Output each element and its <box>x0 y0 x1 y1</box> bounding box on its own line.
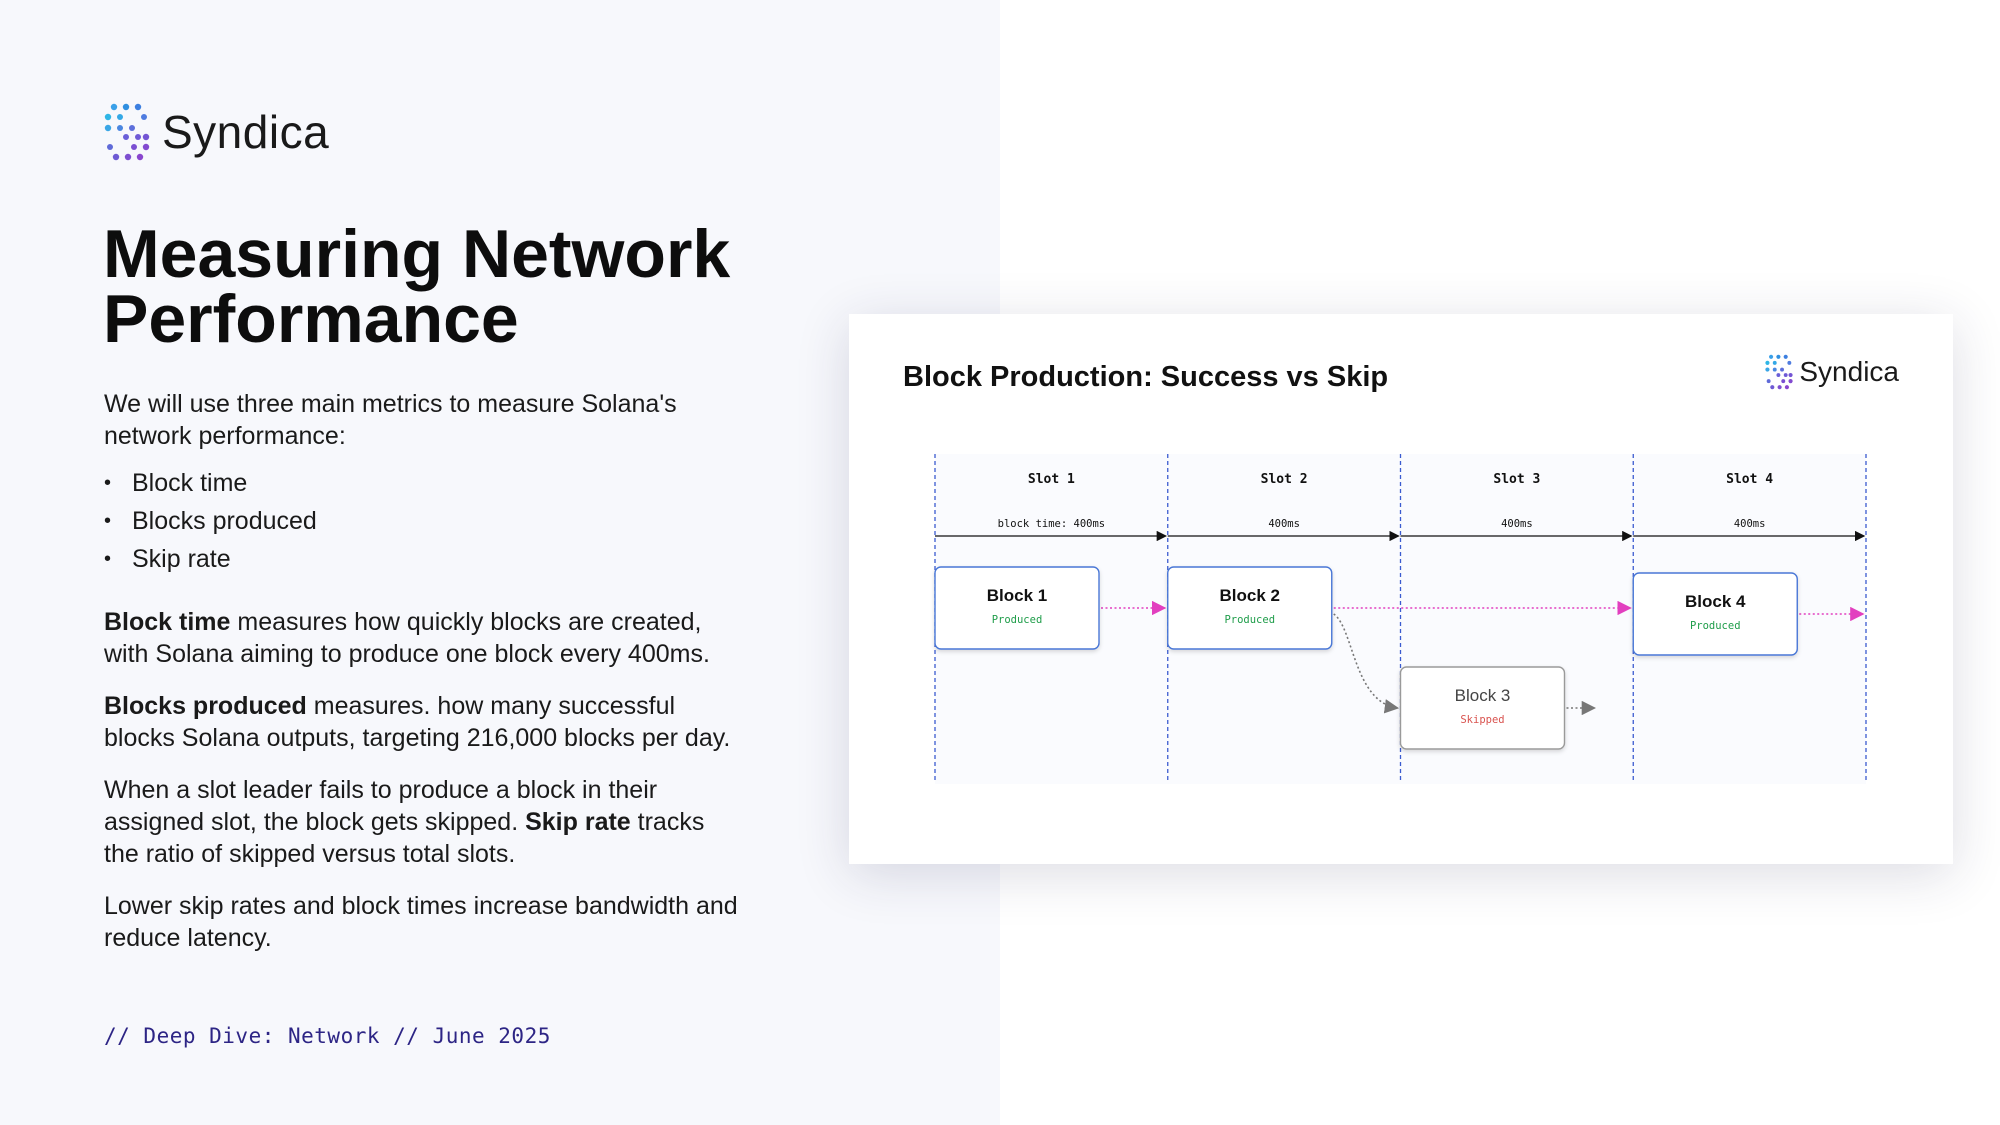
brand-name: Syndica <box>162 106 330 158</box>
blocks-produced-paragraph: Blocks produced measures. how many succe… <box>104 690 744 754</box>
block-node: Block 2 Produced <box>1167 566 1333 650</box>
syndica-logo-icon <box>104 103 150 161</box>
title-line-1: Measuring Network <box>103 216 731 292</box>
block-node: Block 1 Produced <box>934 566 1100 650</box>
slot-label: Slot 2 <box>1261 472 1308 487</box>
block-box <box>934 566 1100 650</box>
block-name: Block 3 <box>1455 686 1511 705</box>
slot-time-label: block time: 400ms <box>998 518 1105 530</box>
block-node: Block 4 Produced <box>1632 572 1798 656</box>
blocks-produced-term: Blocks produced <box>104 692 307 720</box>
closing-paragraph: Lower skip rates and block times increas… <box>104 892 738 952</box>
diagram-title: Block Production: Success vs Skip <box>903 361 1389 393</box>
footer-note: // Deep Dive: Network // June 2025 <box>104 1024 551 1048</box>
block-status: Skipped <box>1460 714 1504 726</box>
slot-label: Slot 4 <box>1726 472 1773 487</box>
body-text: We will use three main metrics to measur… <box>104 388 744 954</box>
slot-label: Slot 3 <box>1493 472 1540 487</box>
skip-rate-term: Skip rate <box>525 808 631 836</box>
syndica-logo-icon <box>1765 354 1794 390</box>
block-status: Produced <box>992 614 1043 626</box>
diagram-card: Block Production: Success vs Skip Syndic… <box>849 314 1953 864</box>
page-title: Measuring Network Performance <box>103 220 783 353</box>
block-status: Produced <box>1224 614 1275 626</box>
block-name: Block 1 <box>987 586 1047 605</box>
slot-label: Slot 1 <box>1028 472 1075 487</box>
block-box <box>1632 572 1798 656</box>
intro-paragraph: We will use three main metrics to measur… <box>104 390 677 450</box>
skip-rate-text-after: tracks the ratio of skipped versus total… <box>104 808 705 868</box>
block-time-text: measures how quickly blocks are created,… <box>104 608 710 668</box>
card-brand: Syndica <box>1765 354 1899 390</box>
metrics-list: Block time Blocks produced Skip rate <box>104 464 744 578</box>
slot-time-label: 400ms <box>1501 518 1533 530</box>
skip-rate-paragraph: When a slot leader fails to produce a bl… <box>104 774 744 870</box>
brand-header: Syndica <box>104 103 329 161</box>
metric-item: Skip rate <box>104 540 744 578</box>
metric-item: Blocks produced <box>104 502 744 540</box>
connection-arrow <box>1333 613 1400 714</box>
block-box <box>1167 566 1333 650</box>
skip-rate-text-before: When a slot leader fails to produce a bl… <box>104 776 658 836</box>
block-production-diagram: Slot 1 block time: 400ms Slot 2 400ms Slot 3… <box>934 454 1867 784</box>
block-time-paragraph: Block time measures how quickly blocks a… <box>104 606 744 670</box>
metric-item: Block time <box>104 464 744 502</box>
block-node: Block 3 Skipped <box>1399 666 1566 750</box>
slot-time-label: 400ms <box>1734 518 1766 530</box>
block-name: Block 4 <box>1685 592 1746 611</box>
slot-time-label: 400ms <box>1268 518 1300 530</box>
block-name: Block 2 <box>1220 586 1280 605</box>
block-status: Produced <box>1690 620 1741 632</box>
block-box <box>1399 666 1566 750</box>
card-brand-name: Syndica <box>1799 356 1899 387</box>
title-line-2: Performance <box>103 281 519 357</box>
blocks-produced-text: measures. how many successful blocks Sol… <box>104 692 731 752</box>
block-time-term: Block time <box>104 608 231 636</box>
